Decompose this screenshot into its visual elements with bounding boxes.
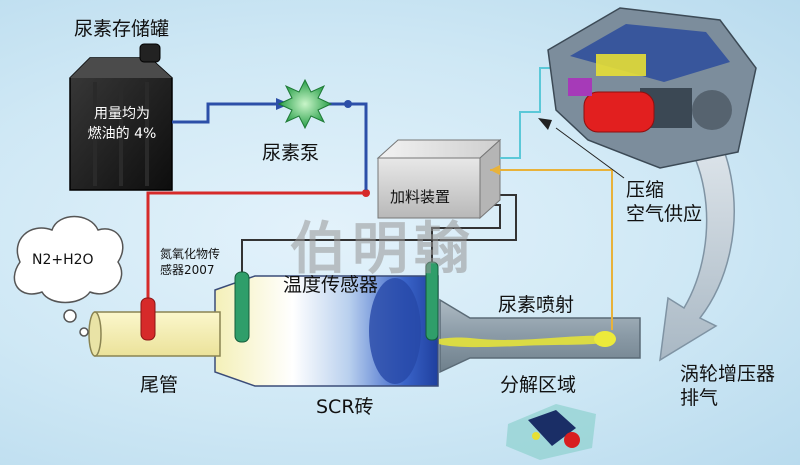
- tailpipe: [94, 311, 221, 357]
- urea-spray-plume: [430, 335, 610, 348]
- dosing-unit-label: 加料装置: [390, 188, 451, 206]
- urea-line-junction: [344, 100, 352, 108]
- tailpipe-sensor-junction: [362, 189, 370, 197]
- compressed-air-label: 压缩 空气供应: [626, 178, 702, 226]
- scr-brick-label: SCR砖: [316, 396, 374, 418]
- emission-cloud-icon: [13, 215, 124, 337]
- nox-sensor-wire: [241, 194, 517, 278]
- urea-tank-icon: [69, 43, 173, 191]
- usage-note-line1: 用量均为: [94, 106, 150, 122]
- tailpipe-sensor-probe: [140, 297, 156, 341]
- scr-brick-face: [369, 278, 421, 384]
- air-to-nozzle-line: [490, 169, 613, 330]
- urea-injection-label: 尿素喷射: [498, 294, 575, 316]
- urea-supply-line: [172, 102, 290, 124]
- compressed-air-label-line1: 压缩: [626, 179, 665, 201]
- usage-note-line2: 燃油的 4%: [87, 126, 157, 142]
- turbo-exhaust-label: 涡轮增压器 排气: [680, 362, 775, 410]
- compressed-air-line: [500, 67, 580, 159]
- nox-sensor-label: 氮氧化物传 感器2007: [160, 246, 220, 278]
- air-label-pointer: [555, 127, 625, 179]
- tailpipe-label: 尾管: [140, 374, 179, 396]
- urea-tank-label: 尿素存储罐: [74, 18, 170, 40]
- turbo-exhaust-label-line2: 排气: [680, 387, 719, 409]
- compressed-air-label-line2: 空气供应: [626, 203, 703, 225]
- temp-sensor-probe: [425, 261, 439, 341]
- urea-pump-label: 尿素泵: [262, 142, 320, 164]
- tailpipe-sensor-wire: [146, 191, 366, 300]
- watermark: 伯明翰: [290, 217, 476, 282]
- urea-delivery-line: [320, 102, 368, 190]
- nox-sensor-label-line1: 氮氧化物传: [160, 247, 221, 261]
- temp-sensor-label: 温度传感器: [283, 274, 379, 296]
- decomposition-zone-label: 分解区域: [500, 374, 577, 396]
- air-label-pointer-head: [538, 118, 552, 130]
- turbo-exhaust-label-line1: 涡轮增压器: [680, 363, 776, 385]
- emission-label: N2+H2O: [32, 252, 94, 268]
- dosing-unit-icon: [376, 138, 502, 220]
- air-flow-arrow: [490, 165, 500, 175]
- turbo-icon: [506, 404, 596, 460]
- engine-icon: [547, 7, 757, 169]
- tailpipe-outlet: [88, 311, 102, 357]
- nox-sensor-probe: [234, 271, 250, 343]
- urea-pump-icon: [277, 78, 333, 130]
- urea-spray-nozzle: [594, 331, 616, 347]
- usage-note: 用量均为 燃油的 4%: [76, 104, 168, 144]
- temp-sensor-wire: [431, 204, 501, 278]
- nox-sensor-label-line2: 感器2007: [160, 263, 215, 277]
- exhaust-pipe: [439, 298, 641, 374]
